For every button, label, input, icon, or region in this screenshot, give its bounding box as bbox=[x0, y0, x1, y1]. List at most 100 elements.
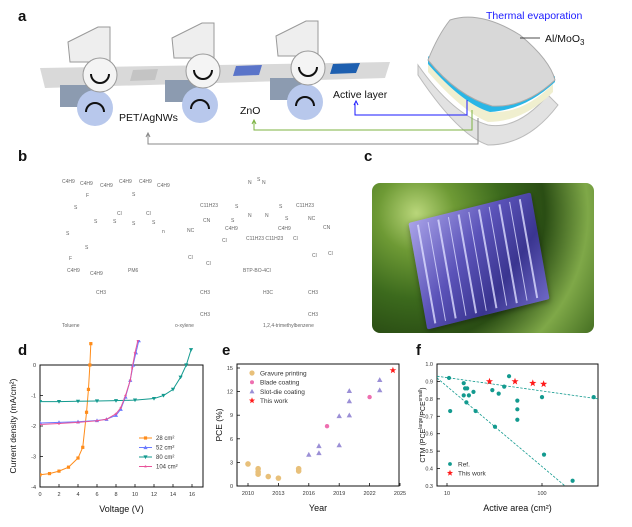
data-point bbox=[515, 417, 520, 422]
data-point bbox=[114, 412, 118, 416]
structure-fragment: S bbox=[279, 204, 283, 210]
data-point bbox=[591, 395, 596, 400]
data-point bbox=[466, 393, 471, 398]
y-tick-label: 3 bbox=[230, 460, 233, 466]
roll-to-roll-schematic bbox=[40, 16, 559, 146]
structure-fragment: CH3 bbox=[200, 290, 211, 296]
y-tick-label: -4 bbox=[31, 485, 36, 491]
data-point bbox=[461, 393, 466, 398]
data-point bbox=[346, 412, 353, 418]
structure-fragment: C4H9 bbox=[62, 179, 75, 185]
data-point bbox=[40, 400, 43, 404]
x-tick-label: 100 bbox=[537, 491, 546, 497]
structure-fragment: CN bbox=[203, 218, 211, 224]
data-point bbox=[47, 471, 52, 476]
data-point bbox=[118, 407, 123, 411]
structure-fragment: NC bbox=[187, 228, 195, 234]
y-tick-label: -1 bbox=[31, 394, 36, 400]
y-tick-label: 0.9 bbox=[425, 379, 433, 385]
y-tick-label: 15 bbox=[227, 366, 233, 372]
structure-fragment: n bbox=[162, 229, 165, 235]
data-point bbox=[132, 398, 138, 403]
x-tick-label: 2 bbox=[57, 492, 60, 498]
data-point bbox=[265, 473, 272, 480]
legend-marker bbox=[143, 464, 148, 468]
x-tick-label: 14 bbox=[170, 492, 176, 498]
series-2 bbox=[306, 377, 383, 457]
structure-fragment: C4H9 bbox=[139, 179, 152, 185]
structure-fragment: S bbox=[285, 216, 289, 222]
legend-marker bbox=[143, 436, 148, 440]
structure-fragment: CH3 bbox=[308, 312, 319, 318]
x-tick-label: 2019 bbox=[333, 491, 345, 497]
structure-fragment: C11H23 bbox=[296, 203, 314, 209]
data-point bbox=[316, 443, 322, 449]
data-point bbox=[130, 366, 134, 370]
data-point bbox=[448, 408, 453, 414]
structure-fragment: CN bbox=[323, 225, 331, 231]
y-tick-label: 0.4 bbox=[425, 467, 433, 473]
legend-marker bbox=[248, 397, 256, 404]
series-3 bbox=[389, 366, 397, 374]
data-point bbox=[57, 469, 61, 473]
legend-label: This work bbox=[458, 471, 487, 478]
structure-fragment: S bbox=[132, 192, 136, 198]
data-point bbox=[492, 424, 498, 429]
data-point bbox=[496, 391, 501, 396]
structure-fragment: C4H9 bbox=[80, 181, 93, 187]
data-point bbox=[502, 384, 507, 389]
legend-label: This work bbox=[260, 398, 289, 405]
data-point bbox=[570, 478, 575, 483]
active-layer-label: Active layer bbox=[333, 89, 388, 101]
structure-fragment: Cl bbox=[312, 253, 317, 259]
electrode-layer bbox=[427, 16, 556, 107]
device-stack bbox=[417, 16, 559, 146]
structure-fragment: N bbox=[262, 180, 266, 186]
structure-fragment: C4H9 bbox=[225, 226, 238, 232]
x-tick-label: 2010 bbox=[242, 491, 254, 497]
data-point bbox=[306, 451, 312, 457]
structure-fragment: Cl bbox=[293, 236, 298, 242]
data-point bbox=[316, 450, 322, 456]
structure-fragment: CH3 bbox=[96, 290, 107, 296]
pet-agnws-label: PET/AgNWs bbox=[119, 112, 178, 124]
x-tick-label: 2016 bbox=[303, 491, 315, 497]
device-photo bbox=[372, 183, 594, 333]
data-point bbox=[84, 410, 89, 414]
data-point bbox=[346, 398, 353, 404]
data-point bbox=[40, 422, 42, 426]
data-point bbox=[490, 388, 495, 393]
y-tick-label: 6 bbox=[230, 437, 233, 443]
zno-label: ZnO bbox=[240, 105, 261, 117]
structure-fragment: CH3 bbox=[200, 312, 211, 318]
series-2 bbox=[40, 348, 194, 404]
legend-marker bbox=[249, 388, 255, 394]
y-tick-label: 9 bbox=[230, 413, 233, 419]
x-tick-label: 2013 bbox=[272, 491, 284, 497]
roller-set-1 bbox=[60, 26, 118, 126]
structure-fragment: C4H9 bbox=[100, 183, 113, 189]
legend-label: 104 cm² bbox=[156, 465, 178, 471]
data-point bbox=[255, 471, 261, 478]
legend-label: 28 cm² bbox=[156, 436, 174, 442]
x-tick-label: 6 bbox=[95, 492, 98, 498]
data-point bbox=[367, 394, 372, 400]
y-tick-label: 0.8 bbox=[425, 397, 433, 403]
structure-fragment: N bbox=[248, 180, 252, 186]
data-point bbox=[128, 378, 132, 382]
legend-marker bbox=[448, 462, 452, 466]
data-point bbox=[104, 417, 109, 421]
data-point bbox=[446, 375, 452, 381]
x-tick-label: 0 bbox=[38, 492, 41, 498]
tmb-label: 1,2,4-trimethylbenzene bbox=[263, 323, 314, 329]
data-point bbox=[539, 395, 545, 400]
data-point bbox=[75, 399, 81, 404]
zno-arrow bbox=[253, 110, 473, 131]
x-axis-label: Active area (cm²) bbox=[483, 503, 552, 513]
data-point bbox=[377, 377, 383, 382]
pce-frame bbox=[236, 363, 400, 487]
data-point bbox=[515, 398, 520, 403]
data-point bbox=[40, 473, 42, 477]
data-point bbox=[464, 400, 469, 405]
